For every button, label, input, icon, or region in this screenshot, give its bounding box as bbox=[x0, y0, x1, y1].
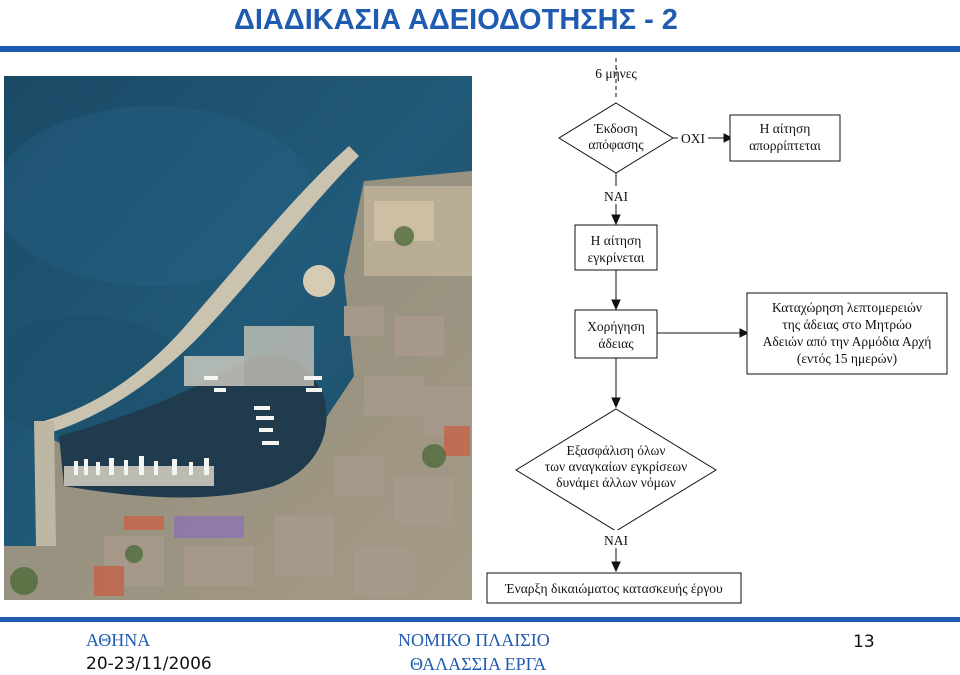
registry-line1: Καταχώρηση λεπτομερειών bbox=[772, 300, 922, 315]
rejected-line1: Η αίτηση bbox=[760, 121, 811, 136]
decision-approvals-line3: δυνάμει άλλων νόμων bbox=[556, 475, 676, 490]
grant-line2: άδειας bbox=[598, 336, 634, 351]
decision-issue-line1: Έκδοση bbox=[593, 121, 637, 136]
registry-line4: (εντός 15 ημερών) bbox=[797, 351, 897, 366]
footer-subject-line2: ΘΑΛΑΣΣΙΑ ΕΡΓΑ bbox=[410, 654, 546, 675]
page-number: 13 bbox=[853, 632, 875, 652]
no-label: ΟΧΙ bbox=[681, 131, 705, 146]
duration-label: 6 μήνες bbox=[595, 66, 637, 81]
registry-line2: της άδειας στο Μητρώο bbox=[782, 317, 912, 332]
approved-line2: εγκρίνεται bbox=[588, 250, 645, 265]
bottom-divider bbox=[0, 617, 960, 622]
approved-line1: Η αίτηση bbox=[591, 233, 642, 248]
decision-approvals-line2: των αναγκαίων εγκρίσεων bbox=[545, 459, 688, 474]
footer-city: ΑΘΗΝΑ bbox=[86, 630, 150, 651]
yes-label-1: ΝΑΙ bbox=[604, 189, 628, 204]
registry-line3: Αδειών από την Αρμόδια Αρχή bbox=[763, 334, 932, 349]
decision-approvals-line1: Εξασφάλιση όλων bbox=[567, 443, 666, 458]
rejected-line2: απορρίπτεται bbox=[749, 138, 821, 153]
decision-issue-line2: απόφασης bbox=[588, 137, 644, 152]
grant-line1: Χορήγηση bbox=[587, 319, 645, 334]
yes-label-2: ΝΑΙ bbox=[604, 533, 628, 548]
start-rights-label: Έναρξη δικαιώματος κατασκευής έργου bbox=[504, 581, 723, 596]
footer-subject-line1: ΝΟΜΙΚΟ ΠΛΑΙΣΙΟ bbox=[398, 630, 550, 651]
footer-dates: 20-23/11/2006 bbox=[86, 654, 212, 674]
